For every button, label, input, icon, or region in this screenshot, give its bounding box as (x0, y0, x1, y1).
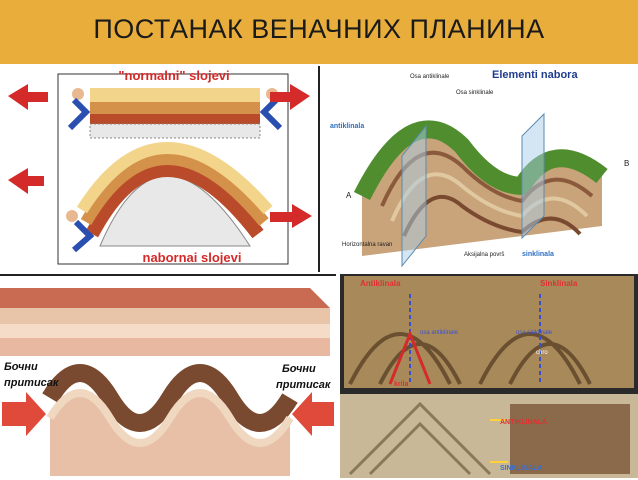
axis-anticline-label: Osa antiklinale (410, 74, 450, 80)
axial-plane-label: Aksijalna površ (464, 252, 504, 258)
limbs-label: krila (394, 381, 409, 388)
folded-layers-label: nabornai slojevi (143, 250, 242, 265)
right-pressure-label-1: Бочни (282, 363, 316, 375)
slide-title: ПОСТАНАК ВЕНАЧНИХ ПЛАНИНА (93, 14, 545, 44)
right-pressure-label-2: притисак (276, 379, 332, 391)
elements-heading: Elementi nabora (492, 69, 578, 81)
left-pressure-label-2: притисак (4, 377, 60, 389)
normal-layers-label: "normalni" slojevi (118, 68, 229, 83)
normal-folded-layers-panel: "normalni" slojevi nabornai slojevi (0, 66, 320, 272)
bottom-syncline-label: SINKLINALA (500, 465, 542, 472)
photo-syncline-label: Sinklinala (540, 279, 578, 288)
photo-anticline-label: Antiklinala (360, 279, 401, 288)
horizontal-plane-label: Horizontalna ravan (342, 242, 392, 248)
fold-elements-panel: Elementi nabora Osa antiklinale Osa sink… (322, 66, 638, 272)
anticline-label: antiklinala (330, 123, 364, 130)
syncline-label: sinklinala (522, 251, 554, 258)
core-label: chro (536, 350, 548, 356)
axis-syncline-label: Osa sinklinale (456, 90, 494, 96)
title-bar (0, 0, 638, 64)
point-a-label: A (346, 191, 352, 200)
left-pressure-label-1: Бочни (4, 361, 38, 373)
lateral-pressure-panel: Бочни притисак Бочни притисак (0, 274, 336, 480)
axis-right-label: osa sinklinale (516, 330, 553, 336)
axis-left-label: osa antiklinale (420, 330, 459, 336)
bottom-anticline-label: ANTIKLINALA (500, 419, 547, 426)
field-photos-panel: Antiklinala Sinklinala osa antiklinale o… (340, 274, 638, 478)
point-b-label: B (624, 159, 629, 168)
arrow-left-top (8, 84, 48, 110)
